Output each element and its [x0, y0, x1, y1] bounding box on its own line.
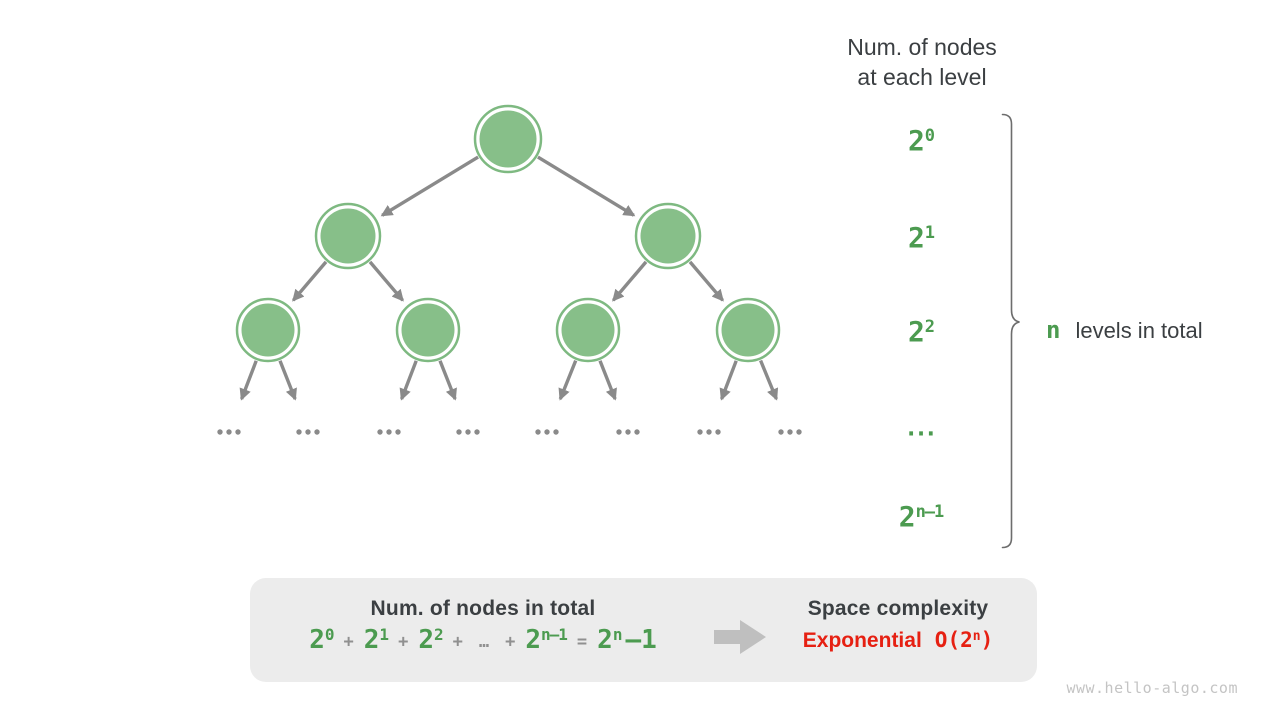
level-count-exponent: 2: [924, 317, 935, 337]
level-count-label-0: 20: [907, 124, 935, 157]
formula-term: 2n–1: [525, 625, 568, 655]
complexity-class-word: Exponential: [802, 629, 922, 652]
formula-term: –1: [625, 625, 657, 655]
level-count-label-1: 21: [907, 221, 935, 254]
big-o-base: O(2: [934, 628, 973, 652]
big-o-notation: O(2n): [935, 628, 993, 652]
level-count-base: 2: [907, 315, 925, 348]
space-complexity-title: Space complexity: [807, 597, 989, 620]
big-o-close: ): [980, 628, 994, 652]
formula-term: 2n: [597, 625, 622, 655]
level-count-label-ellipsis: ...: [904, 415, 938, 442]
node-total-formula: 20 +21 +22 + … +2n–1 = 2n–1: [250, 625, 716, 655]
level-count-header-line1: Num. of nodes: [847, 34, 997, 60]
level-count-label-last: 2n–1: [898, 500, 945, 533]
formula-operator: +: [398, 632, 409, 652]
formula-operator: =: [576, 632, 588, 652]
levels-total-label: n levels in total: [1046, 316, 1203, 344]
formula-term: 22: [418, 625, 443, 655]
node-total-section: Num. of nodes in total 20+21+22+…+2n–1=2…: [250, 578, 716, 653]
level-count-base: ...: [904, 415, 937, 442]
node-total-title: Num. of nodes in total: [370, 597, 596, 620]
level-count-exponent: 1: [924, 223, 935, 243]
level-count-base: 2: [907, 221, 925, 254]
level-count-base: 2: [907, 124, 925, 157]
level-count-exponent: n–1: [915, 502, 945, 522]
space-complexity-value: Exponential O(2n): [764, 628, 1032, 653]
level-count-base: 2: [898, 500, 916, 533]
levels-variable: n: [1046, 316, 1061, 344]
formula-term: 21: [363, 625, 389, 655]
level-count-header: Num. of nodes at each level: [847, 32, 997, 92]
implies-arrow-icon: [714, 620, 766, 654]
summary-box: Num. of nodes in total 20+21+22+…+2n–1=2…: [250, 578, 1037, 682]
big-o-exponent: n: [972, 629, 981, 644]
level-count-header-line2: at each level: [857, 64, 987, 90]
brace: [1001, 113, 1020, 549]
formula-operator: …: [478, 632, 490, 652]
watermark: www.hello-algo.com: [1066, 679, 1238, 697]
formula-operator: +: [452, 632, 463, 652]
formula-operator: +: [343, 632, 354, 652]
space-complexity-section: Space complexity Exponential O(2n): [764, 578, 1032, 653]
formula-term: 20: [309, 625, 334, 655]
level-count-label-2: 22: [907, 315, 935, 348]
level-count-exponent: 0: [924, 126, 935, 146]
levels-total-text: levels in total: [1075, 318, 1203, 343]
formula-operator: +: [505, 632, 516, 652]
